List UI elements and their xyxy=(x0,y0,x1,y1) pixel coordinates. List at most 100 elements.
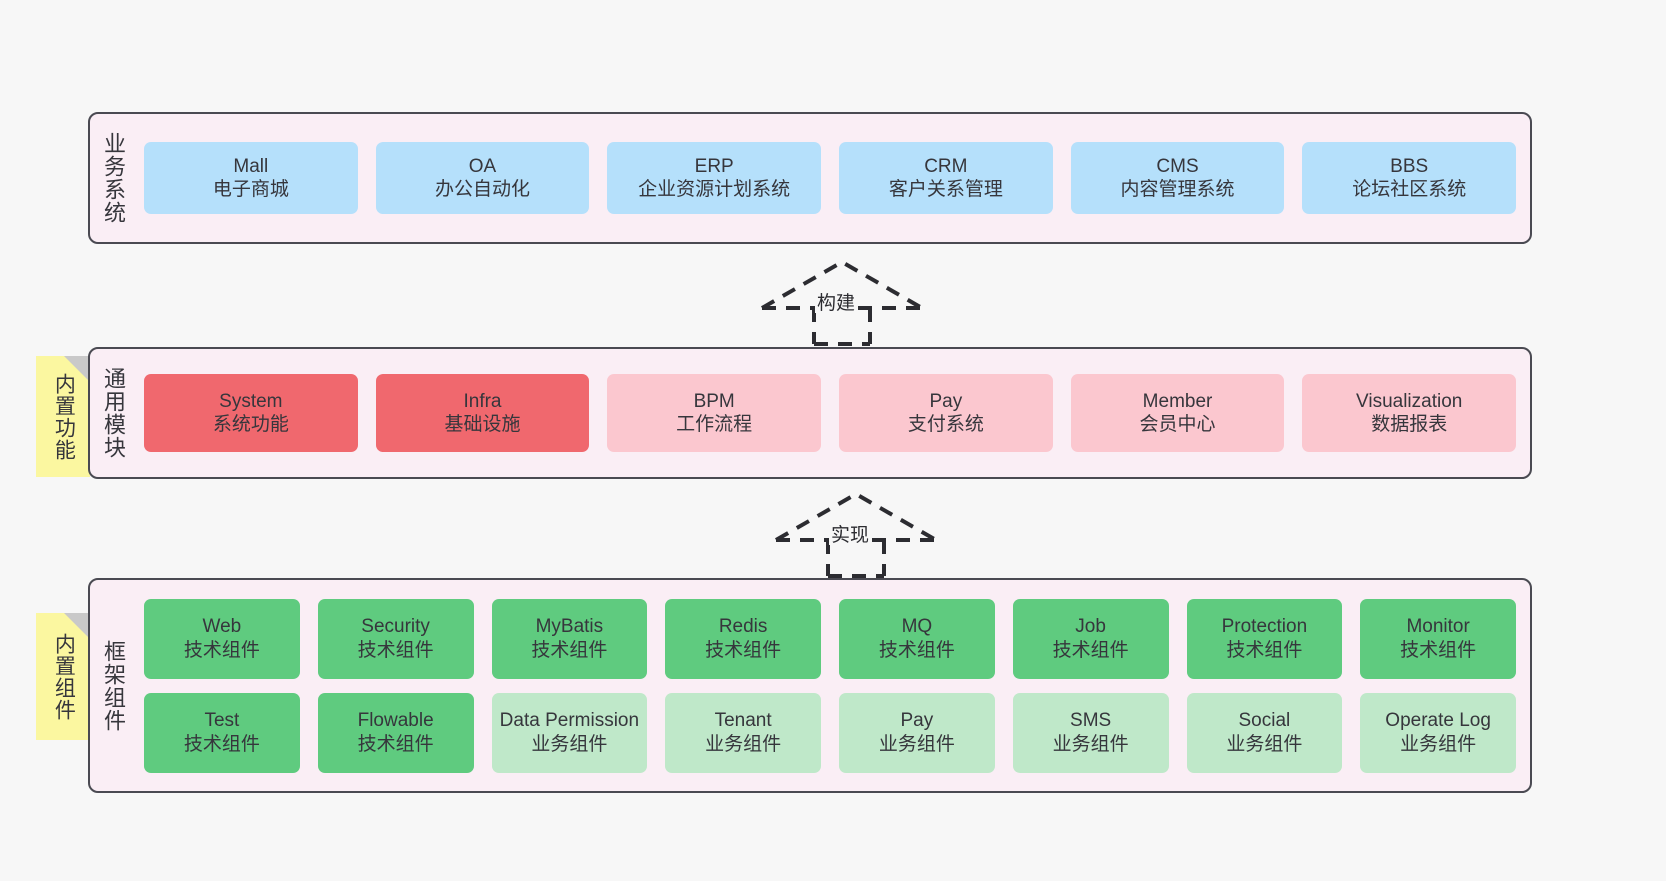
card-title-cn: 工作流程 xyxy=(676,414,753,435)
card-title-cn: 技术组件 xyxy=(357,733,434,755)
business-row: Mall 电子商城 OA 办公自动化 ERP 企业资源计划系统 CRM 客户关系… xyxy=(144,142,1517,214)
card-title-en: BBS xyxy=(1390,155,1429,177)
module-card-mq[interactable]: MQ 技术组件 xyxy=(839,598,995,679)
module-card-pay[interactable]: Pay 支付系统 xyxy=(839,374,1053,452)
card-title-cn: 技术组件 xyxy=(1052,639,1129,661)
framework-row-business: Test 技术组件 Flowable 技术组件 Data Permission … xyxy=(144,692,1516,773)
module-card-redis[interactable]: Redis 技术组件 xyxy=(665,598,821,679)
module-card-flowable[interactable]: Flowable 技术组件 xyxy=(317,692,474,773)
card-title-en: Monitor xyxy=(1406,616,1470,638)
module-card-crm[interactable]: CRM 客户关系管理 xyxy=(839,142,1053,214)
module-card-social[interactable]: Social 业务组件 xyxy=(1186,692,1343,773)
module-card-security[interactable]: Security 技术组件 xyxy=(317,598,474,679)
card-title-en: Job xyxy=(1075,616,1106,638)
card-title-en: MQ xyxy=(901,616,933,638)
card-title-cn: 技术组件 xyxy=(531,639,608,661)
card-title-cn: 客户关系管理 xyxy=(888,179,1003,200)
card-title-cn: 论坛社区系统 xyxy=(1352,179,1467,200)
card-title-en: Protection xyxy=(1221,616,1308,638)
layer-title-common: 通用模块 xyxy=(100,367,126,459)
module-card-pay-biz[interactable]: Pay 业务组件 xyxy=(839,692,995,773)
layer-framework-components: 框架组件 Web 技术组件 Security 技术组件 MyBatis 技术组件… xyxy=(88,578,1532,793)
note-label: 内置组件 xyxy=(52,632,76,721)
card-title-cn: 业务组件 xyxy=(878,733,955,755)
card-title-en: CRM xyxy=(924,155,968,177)
card-title-en: Pay xyxy=(900,710,934,732)
card-title-cn: 办公自动化 xyxy=(435,179,531,200)
card-title-en: System xyxy=(219,390,283,412)
card-title-en: Operate Log xyxy=(1385,710,1491,732)
card-title-en: Tenant xyxy=(714,710,772,732)
card-title-cn: 业务组件 xyxy=(531,733,608,755)
card-title-cn: 支付系统 xyxy=(907,414,984,435)
card-title-en: Flowable xyxy=(357,710,434,732)
note-label: 内置功能 xyxy=(52,372,76,461)
card-title-cn: 电子商城 xyxy=(212,179,289,200)
module-card-data-permission[interactable]: Data Permission 业务组件 xyxy=(491,692,648,773)
layer-body-framework: Web 技术组件 Security 技术组件 MyBatis 技术组件 Redi… xyxy=(136,580,1530,791)
module-card-system[interactable]: System 系统功能 xyxy=(144,374,358,452)
layer-title-framework: 框架组件 xyxy=(100,639,126,732)
module-card-visualization[interactable]: Visualization 数据报表 xyxy=(1302,374,1517,452)
module-card-sms[interactable]: SMS 业务组件 xyxy=(1012,692,1169,773)
card-title-cn: 业务组件 xyxy=(705,733,782,755)
card-title-en: Mall xyxy=(233,155,269,177)
card-title-cn: 内容管理系统 xyxy=(1120,179,1235,200)
module-card-protection[interactable]: Protection 技术组件 xyxy=(1186,598,1343,679)
module-card-tenant[interactable]: Tenant 业务组件 xyxy=(665,692,821,773)
module-card-test[interactable]: Test 技术组件 xyxy=(144,692,300,773)
card-title-cn: 基础设施 xyxy=(444,414,521,435)
card-title-en: BPM xyxy=(693,390,735,412)
note-builtin-components: 内置组件 xyxy=(36,613,90,740)
module-card-bpm[interactable]: BPM 工作流程 xyxy=(607,374,822,452)
module-card-cms[interactable]: CMS 内容管理系统 xyxy=(1070,142,1285,214)
card-title-cn: 技术组件 xyxy=(357,639,434,661)
module-card-operate-log[interactable]: Operate Log 业务组件 xyxy=(1360,692,1516,773)
module-card-erp[interactable]: ERP 企业资源计划系统 xyxy=(607,142,822,214)
card-title-en: MyBatis xyxy=(535,616,604,638)
card-title-en: Member xyxy=(1142,390,1213,412)
module-card-web[interactable]: Web 技术组件 xyxy=(144,598,300,679)
module-card-infra[interactable]: Infra 基础设施 xyxy=(375,374,590,452)
card-title-cn: 技术组件 xyxy=(705,639,782,661)
card-title-cn: 业务组件 xyxy=(1052,733,1129,755)
card-title-cn: 企业资源计划系统 xyxy=(638,179,791,200)
note-builtin-features: 内置功能 xyxy=(36,356,90,477)
module-card-mall[interactable]: Mall 电子商城 xyxy=(144,142,358,214)
module-card-oa[interactable]: OA 办公自动化 xyxy=(375,142,590,214)
module-card-member[interactable]: Member 会员中心 xyxy=(1070,374,1285,452)
card-title-en: ERP xyxy=(694,155,734,177)
card-title-en: Data Permission xyxy=(499,710,640,732)
layer-title-business: 业务系统 xyxy=(100,132,126,224)
layer-business-systems: 业务系统 Mall 电子商城 OA 办公自动化 ERP 企业资源计划系统 CRM… xyxy=(88,112,1532,244)
layer-common-modules: 通用模块 System 系统功能 Infra 基础设施 BPM 工作流程 Pay… xyxy=(88,347,1532,479)
card-title-cn: 技术组件 xyxy=(183,733,260,755)
card-title-en: Test xyxy=(204,710,240,732)
card-title-en: Web xyxy=(202,616,242,638)
card-title-en: Visualization xyxy=(1356,390,1463,412)
card-title-en: OA xyxy=(468,155,497,177)
card-title-en: SMS xyxy=(1070,710,1112,732)
card-title-cn: 技术组件 xyxy=(1400,639,1477,661)
module-card-mybatis[interactable]: MyBatis 技术组件 xyxy=(491,598,648,679)
card-title-cn: 会员中心 xyxy=(1139,414,1216,435)
module-card-monitor[interactable]: Monitor 技术组件 xyxy=(1360,598,1516,679)
card-title-cn: 技术组件 xyxy=(183,639,260,661)
module-card-bbs[interactable]: BBS 论坛社区系统 xyxy=(1302,142,1517,214)
common-row: System 系统功能 Infra 基础设施 BPM 工作流程 Pay 支付系统… xyxy=(144,374,1517,452)
connector-label-build: 构建 xyxy=(815,293,858,314)
card-title-en: Redis xyxy=(718,616,768,638)
card-title-cn: 技术组件 xyxy=(878,639,955,661)
card-title-cn: 业务组件 xyxy=(1400,733,1477,755)
card-title-cn: 业务组件 xyxy=(1226,733,1303,755)
module-card-job[interactable]: Job 技术组件 xyxy=(1012,598,1169,679)
layer-body-business: Mall 电子商城 OA 办公自动化 ERP 企业资源计划系统 CRM 客户关系… xyxy=(136,114,1530,242)
card-title-en: Pay xyxy=(929,390,963,412)
connector-build: 构建 xyxy=(752,258,932,346)
card-title-en: CMS xyxy=(1156,155,1199,177)
connector-implement: 实现 xyxy=(766,490,946,578)
card-title-en: Social xyxy=(1238,710,1291,732)
card-title-cn: 系统功能 xyxy=(212,414,289,435)
framework-row-technical: Web 技术组件 Security 技术组件 MyBatis 技术组件 Redi… xyxy=(144,598,1516,679)
